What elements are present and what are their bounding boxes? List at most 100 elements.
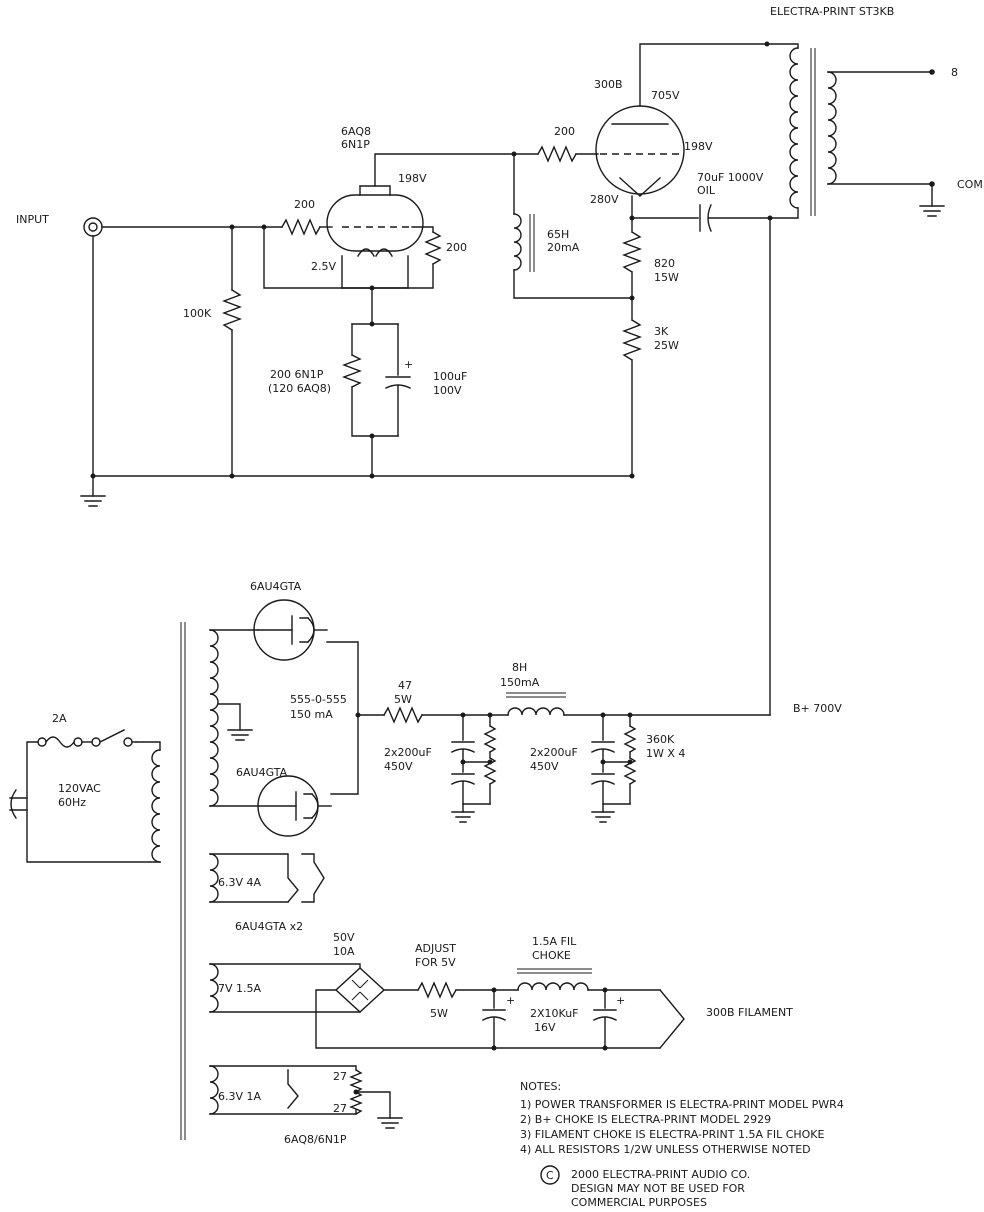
filament-winding-7v — [209, 963, 219, 1013]
note-1: 1) POWER TRANSFORMER IS ELECTRA-PRINT MO… — [520, 1098, 844, 1111]
cap-plus-1: + — [404, 358, 413, 371]
fuse-icon — [37, 736, 83, 748]
fil-63-4a-label: 6.3V 4A — [218, 876, 262, 889]
fil-choke-1-label: 1.5A FIL — [532, 935, 577, 948]
resistor-27-a — [349, 1069, 363, 1093]
res-360k-label: 360K — [646, 733, 675, 746]
tube-300b-label: 300B — [594, 78, 623, 91]
resistor-47 — [383, 706, 423, 724]
ground-symbol-fil — [377, 1117, 403, 1129]
notes-heading: NOTES: — [520, 1080, 561, 1093]
capacitor-bank-a — [451, 714, 497, 823]
res-47-label: 47 — [398, 679, 412, 692]
res-100k-label: 100K — [183, 307, 212, 320]
rect-bottom-label: 6AU4GTA — [236, 766, 288, 779]
ground-symbol-ct — [227, 729, 253, 741]
output-tube-300b — [595, 105, 685, 197]
capacitor-70uf — [699, 204, 712, 232]
cap-2x200-a-label: 2x200uF — [384, 746, 432, 759]
filament-choke — [517, 982, 589, 991]
resistor-3k — [622, 319, 642, 361]
fil-7v-label: 7V 1.5A — [218, 982, 262, 995]
fil-63-1a-label: 6.3V 1A — [218, 1090, 262, 1103]
fuse-label: 2A — [52, 712, 67, 725]
res-200-300b-label: 200 — [554, 125, 575, 138]
res-27-a-label: 27 — [333, 1070, 347, 1083]
adjust-label: ADJUST — [415, 942, 456, 955]
res-27-b-label: 27 — [333, 1102, 347, 1115]
res-3k-label: 3K — [654, 325, 669, 338]
v198-plate-label: 198V — [684, 140, 713, 153]
note-3: 3) FILAMENT CHOKE IS ELECTRA-PRINT 1.5A … — [520, 1128, 825, 1141]
rect-top-label: 6AU4GTA — [250, 580, 302, 593]
ground-symbol-output — [919, 205, 945, 217]
capacitor-bank-b — [591, 714, 637, 823]
choke-150ma-label: 150mA — [500, 676, 540, 689]
driver-tube-6aq8 — [326, 185, 424, 257]
hv-current-label: 150 mA — [290, 708, 333, 721]
filament-cap-2 — [593, 989, 617, 1049]
fil-6au4-x2-label: 6AU4GTA x2 — [235, 920, 303, 933]
cap-plus-2: + — [506, 994, 515, 1007]
choke-8h — [507, 707, 565, 716]
choke-8h-label: 8H — [512, 661, 527, 674]
cap-oil-label: OIL — [697, 184, 716, 197]
cap-2x10k-label: 2X10KuF — [530, 1007, 579, 1020]
fil-300b-label: 300B FILAMENT — [706, 1006, 793, 1019]
resistor-820 — [622, 231, 642, 273]
filament-winding-4a — [209, 853, 219, 903]
cap-100v-label: 100V — [433, 384, 462, 397]
out-8-label: 8 — [951, 66, 958, 79]
copyright-symbol: C — [546, 1169, 554, 1182]
mains-label: 120VAC — [58, 782, 101, 795]
resistor-200-6n1p — [342, 354, 362, 388]
note-2: 2) B+ CHOKE IS ELECTRA-PRINT MODEL 2929 — [520, 1113, 771, 1126]
primary-winding — [151, 749, 161, 863]
note-4: 4) ALL RESISTORS 1/2W UNLESS OTHERWISE N… — [520, 1143, 811, 1156]
copyright-line-1: 2000 ELECTRA-PRINT AUDIO CO. — [571, 1168, 750, 1181]
capacitor-100uf — [385, 376, 411, 389]
cap-2x200-b-label: 2x200uF — [530, 746, 578, 759]
tube-6aq8-label: 6AQ8 — [341, 125, 371, 138]
resistor-27-b — [349, 1091, 363, 1115]
bridge-rectifier — [334, 967, 386, 1013]
switch-icon — [81, 729, 137, 747]
cap-450-b-label: 450V — [530, 760, 559, 773]
input-label: INPUT — [16, 213, 49, 226]
adjust-w-label: 5W — [430, 1007, 448, 1020]
hv-secondary-winding — [209, 629, 219, 807]
input-jack — [83, 217, 103, 237]
cap-70uf-label: 70uF 1000V — [697, 171, 764, 184]
hv-winding-label: 555-0-555 — [290, 693, 347, 706]
resistor-200-cathode — [424, 231, 442, 265]
fil-6aq8-label: 6AQ8/6N1P — [284, 1133, 347, 1146]
bplus-label: B+ 700V — [793, 702, 842, 715]
res-3k-w-label: 25W — [654, 339, 679, 352]
copyright-line-2: DESIGN MAY NOT BE USED FOR — [571, 1182, 745, 1195]
out-com-label: COM — [957, 178, 983, 191]
v280-label: 280V — [590, 193, 619, 206]
output-transformer-label: ELECTRA-PRINT ST3KB — [770, 5, 894, 18]
resistor-200-grid — [281, 218, 321, 236]
res-200-6n1p-label: 200 6N1P — [270, 368, 324, 381]
filament-cap-1 — [482, 989, 506, 1049]
res-200-grid-label: 200 — [294, 198, 315, 211]
rectifier-tube-top — [253, 599, 328, 661]
cap-100uf-label: 100uF — [433, 370, 467, 383]
res-820-label: 820 — [654, 257, 675, 270]
resistor-200-300b — [537, 145, 577, 163]
mains-plug-icon — [9, 789, 28, 819]
output-transformer — [789, 47, 837, 216]
filament-winding-1a — [209, 1065, 219, 1115]
res-120-6aq8-label: (120 6AQ8) — [268, 382, 331, 395]
resistor-adjust — [417, 981, 457, 999]
cap-450-a-label: 450V — [384, 760, 413, 773]
resistor-100k — [222, 289, 242, 331]
copyright-line-3: COMMERCIAL PURPOSES — [571, 1196, 707, 1209]
res-360k-w-label: 1W X 4 — [646, 747, 685, 760]
ground-symbol — [80, 495, 106, 507]
cap-16v-label: 16V — [534, 1021, 556, 1034]
rectifier-tube-bottom — [257, 775, 332, 837]
res-47-w-label: 5W — [394, 693, 412, 706]
mains-hz-label: 60Hz — [58, 796, 86, 809]
